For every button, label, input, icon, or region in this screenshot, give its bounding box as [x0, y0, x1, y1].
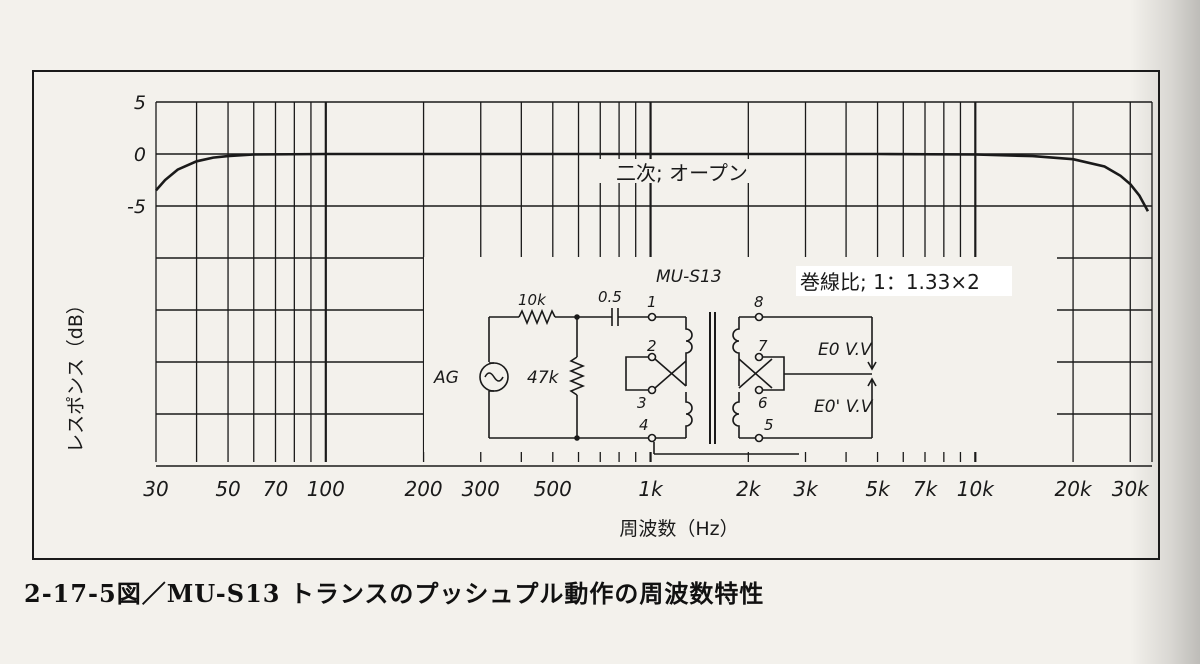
y-tick-label: -5: [127, 196, 146, 218]
circuit-diagram: [424, 257, 1057, 455]
junction-dot: [574, 314, 580, 320]
x-tick-label: 70: [263, 477, 288, 501]
primary-winding-upper: [685, 317, 693, 386]
sine-wave-symbol: [484, 372, 504, 382]
pin-2-label: 2: [647, 337, 657, 355]
pin-6-label: 6: [758, 394, 768, 412]
x-tick-label: 500: [534, 477, 572, 501]
x-tick-label: 200: [404, 477, 442, 501]
arrow-head: [867, 361, 877, 371]
x-tick-label: 20k: [1055, 477, 1093, 501]
pin-5-label: 5: [764, 416, 774, 434]
output-lower-label: E0' V.V: [814, 397, 874, 417]
strap-wire: [625, 356, 649, 391]
y-tick-label: 0: [134, 144, 146, 166]
winding-ratio-label: 巻線比; 1：1.33×2: [800, 270, 980, 294]
x-tick-label: 5k: [865, 477, 891, 501]
x-tick-label: 3k: [793, 477, 819, 501]
y-tick-label: 5: [134, 92, 146, 114]
resistor-10k-label: 10k: [518, 291, 547, 309]
secondary-winding-lower: [732, 392, 740, 438]
output-upper-label: E0 V.V: [818, 340, 873, 360]
pin-3-label: 3: [637, 394, 647, 412]
pin-7-label: 7: [758, 337, 768, 355]
x-tick-label: 100: [307, 477, 345, 501]
x-tick-label: 50: [215, 477, 240, 501]
x-axis-label: 周波数（Hz）: [619, 518, 738, 540]
x-tick-label: 2k: [736, 477, 762, 501]
circuit-labels: MU-S13 巻線比; 1：1.33×2 10k 0.5 AG 47k 1 2 …: [433, 267, 980, 434]
curve-label: 二次; オープン: [616, 161, 748, 185]
x-tick-label: 30: [143, 477, 168, 501]
winding-ratio-background: [796, 266, 1012, 296]
cross-wire: [738, 358, 773, 389]
x-tick-label: 1k: [638, 477, 664, 501]
figure-caption: 2-17-5図／MU-S13 トランスのプッシュプル動作の周波数特性: [24, 579, 765, 608]
secondary-winding-upper: [732, 317, 740, 386]
resistor-47k: [568, 356, 586, 396]
resistor-10k: [518, 308, 556, 326]
x-tick-label: 300: [462, 477, 500, 501]
arrow-head: [867, 377, 877, 387]
y-axis-label: レスポンス（dB）: [65, 295, 87, 453]
cross-wire: [654, 360, 687, 389]
resistor-47k-label: 47k: [527, 368, 560, 388]
page-edge-shadow: [1130, 0, 1200, 664]
x-tick-label: 30k: [1112, 477, 1150, 501]
pin-4-label: 4: [639, 416, 649, 434]
capacitor-label: 0.5: [598, 288, 622, 306]
x-tick-label: 7k: [913, 477, 939, 501]
pin-1-label: 1: [647, 293, 657, 311]
pin-8-label: 8: [754, 293, 764, 311]
junction-dot: [574, 435, 580, 441]
x-tick-label: 10k: [957, 477, 995, 501]
primary-winding-lower: [685, 392, 693, 438]
curve-label-bg: [599, 159, 779, 183]
transformer-label: MU-S13: [656, 267, 722, 287]
source-label: AG: [433, 368, 459, 388]
cross-wire: [654, 358, 687, 387]
response-curve: [155, 152, 1150, 212]
